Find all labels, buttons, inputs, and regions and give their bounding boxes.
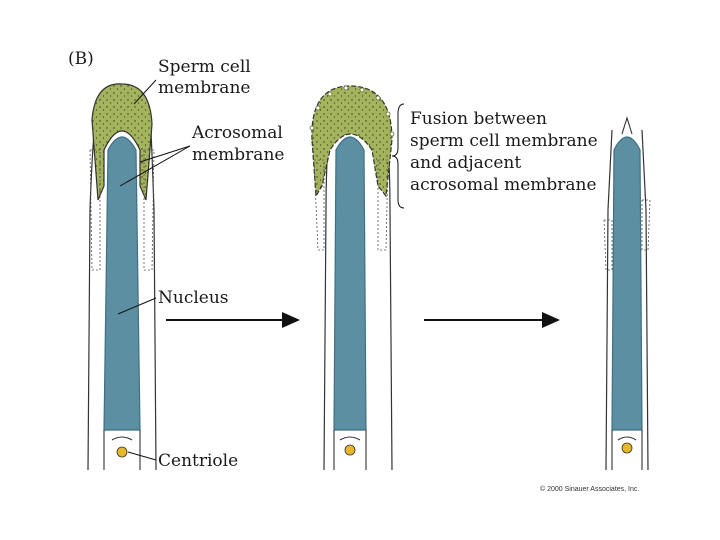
panel-label: (B) <box>68 49 94 69</box>
copyright: © 2000 Sinauer Associates, Inc. <box>540 485 639 493</box>
fusion-vesicles <box>309 85 395 137</box>
label-centriole: Centriole <box>158 451 238 471</box>
neck-2 <box>333 430 367 470</box>
leader-acrosomal-1 <box>139 145 191 163</box>
label-fusion: Fusion between sperm cell membrane and a… <box>410 109 603 195</box>
leader-centriole <box>127 451 157 461</box>
equatorial-segment-left-2 <box>313 159 325 251</box>
centriole-3 <box>621 442 633 454</box>
nucleus-2 <box>333 136 367 431</box>
label-acrosomal-membrane: Acrosomal membrane <box>191 123 288 165</box>
label-nucleus: Nucleus <box>158 288 229 308</box>
equatorial-segment-right-2 <box>377 159 389 251</box>
equatorial-segment-left-3 <box>603 219 613 271</box>
nucleus-3 <box>611 136 643 431</box>
sperm-intact <box>87 83 157 471</box>
fusion-bracket <box>391 103 405 209</box>
leader-sperm-membrane <box>133 79 157 105</box>
tip <box>621 116 633 135</box>
leader-nucleus <box>117 297 157 315</box>
label-sperm-cell-membrane: Sperm cell membrane <box>158 57 256 98</box>
sperm-cell-membrane-outline-3 <box>605 129 649 471</box>
centriole-2 <box>344 444 356 456</box>
acrosome-fusing-stipple <box>311 86 392 196</box>
nucleus <box>103 136 141 431</box>
acrosome-stipple <box>92 83 152 200</box>
neck <box>103 430 141 470</box>
sperm-reacted <box>603 116 651 471</box>
centriole-arc <box>111 436 133 441</box>
centriole <box>116 446 128 458</box>
centriole-arc-3 <box>617 436 637 441</box>
sperm-fusing <box>309 85 395 471</box>
centriole-arc-2 <box>339 436 361 441</box>
leader-acrosomal-2 <box>119 145 191 187</box>
neck-3 <box>611 430 643 470</box>
equatorial-segment-left <box>89 149 101 271</box>
equatorial-segment-right-3 <box>641 199 651 251</box>
